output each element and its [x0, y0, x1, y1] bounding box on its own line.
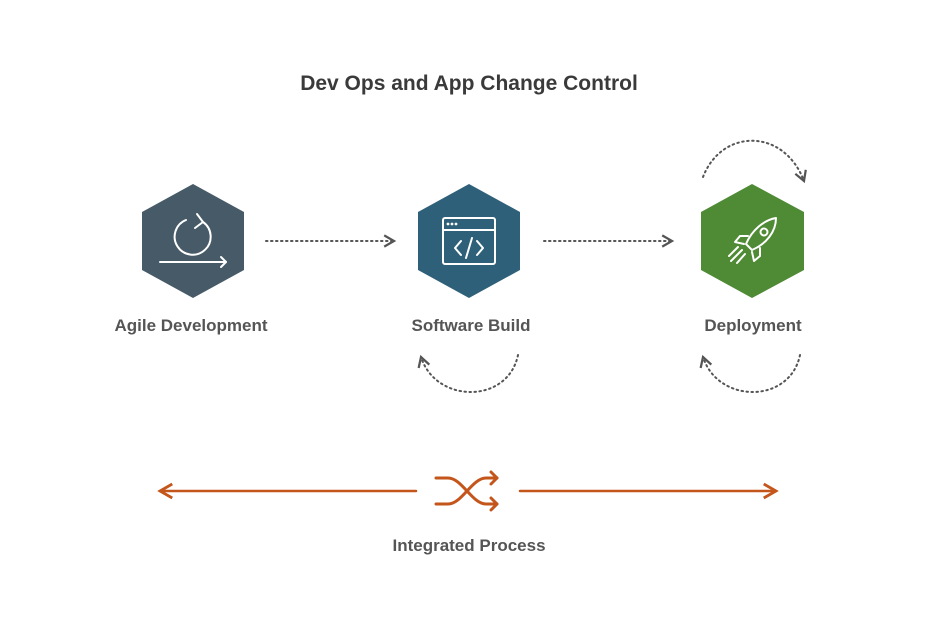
code-window-icon	[442, 217, 496, 265]
label-software-build: Software Build	[411, 316, 531, 335]
diagram-title: Dev Ops and App Change Control	[300, 72, 638, 95]
software-build-node	[418, 184, 520, 298]
loop-arrow-deploy-top	[702, 139, 807, 184]
loop-arrow-build-bottom	[417, 354, 519, 393]
rocket-icon	[728, 217, 777, 264]
label-agile-development: Agile Development	[114, 316, 268, 335]
shuffle-icon	[434, 470, 499, 512]
deployment-node	[701, 184, 804, 298]
label-integrated-process: Integrated Process	[392, 536, 546, 555]
hexagon-software-build	[418, 184, 520, 298]
hexagon-agile	[142, 184, 244, 298]
hexagon-deployment	[701, 184, 804, 298]
cycle-icon	[159, 213, 227, 268]
agile-development-node	[142, 184, 244, 298]
label-deployment: Deployment	[704, 316, 802, 335]
loop-arrow-deploy-bottom	[699, 354, 801, 393]
